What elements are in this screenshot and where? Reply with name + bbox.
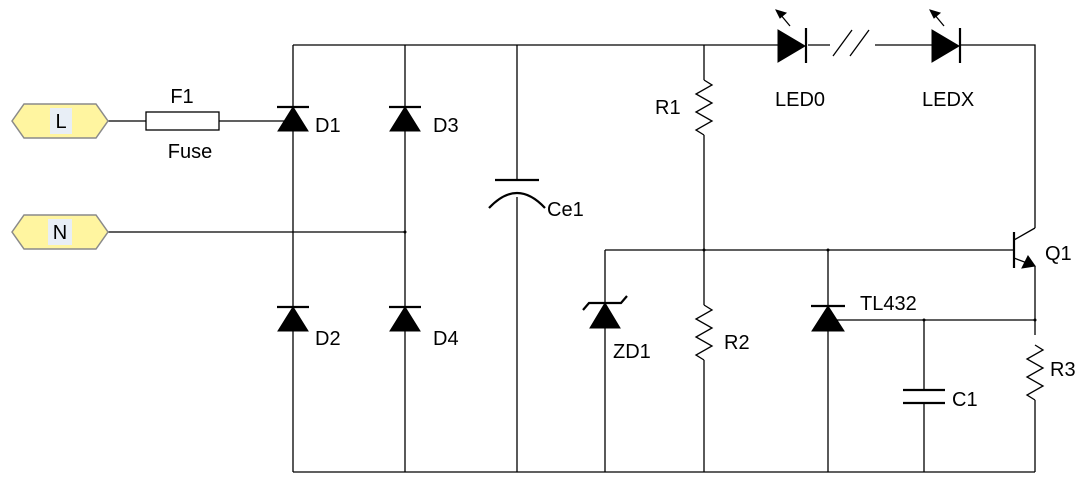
fuse-value-label: Fuse: [168, 141, 212, 163]
diode-d2: D2: [277, 305, 341, 350]
diode-d3-label: D3: [433, 115, 459, 137]
series-break: [832, 29, 870, 57]
resistor-r1-label: R1: [655, 97, 681, 119]
regulator-tl432: TL432: [811, 293, 917, 332]
diode-d4: D4: [389, 305, 459, 350]
resistor-r3-label: R3: [1050, 359, 1076, 381]
led-ledx-label: LEDX: [922, 89, 974, 111]
resistor-r3: R3: [1025, 344, 1076, 401]
fuse-f1: F1 Fuse: [145, 86, 220, 163]
zener-zd1: ZD1: [582, 295, 651, 363]
fuse-body: [145, 111, 220, 131]
resistor-r2: R2: [694, 304, 750, 361]
diode-d1: D1: [277, 105, 341, 137]
resistor-r1: R1: [655, 79, 714, 136]
regulator-tl432-label: TL432: [860, 293, 917, 315]
zener-zd1-label: ZD1: [613, 341, 651, 363]
terminal-l: L: [11, 103, 109, 139]
wires: [108, 44, 1036, 473]
capacitor-ce1: Ce1: [488, 178, 584, 221]
capacitor-c1: C1: [903, 388, 978, 411]
diode-d2-label: D2: [315, 328, 341, 350]
terminal-n-highlight: [48, 219, 72, 245]
diode-d1-label: D1: [315, 115, 341, 137]
diode-d3: D3: [389, 105, 459, 137]
led-led0-label: LED0: [775, 89, 825, 111]
diode-d4-label: D4: [433, 328, 459, 350]
terminal-n-label: N: [53, 222, 67, 244]
capacitor-ce1-label: Ce1: [547, 199, 584, 221]
junctions: [403, 230, 1037, 322]
fuse-ref-label: F1: [170, 86, 193, 108]
terminal-l-label: L: [55, 111, 66, 133]
terminal-n: N: [11, 214, 109, 250]
transistor-q1-label: Q1: [1045, 243, 1072, 265]
capacitor-c1-label: C1: [952, 389, 978, 411]
led-led0: LED0: [775, 9, 825, 111]
led-ledx: LEDX: [922, 9, 974, 111]
resistor-r2-label: R2: [724, 332, 750, 354]
transistor-q1: Q1: [1012, 227, 1072, 269]
terminal-l-highlight: [50, 108, 72, 134]
